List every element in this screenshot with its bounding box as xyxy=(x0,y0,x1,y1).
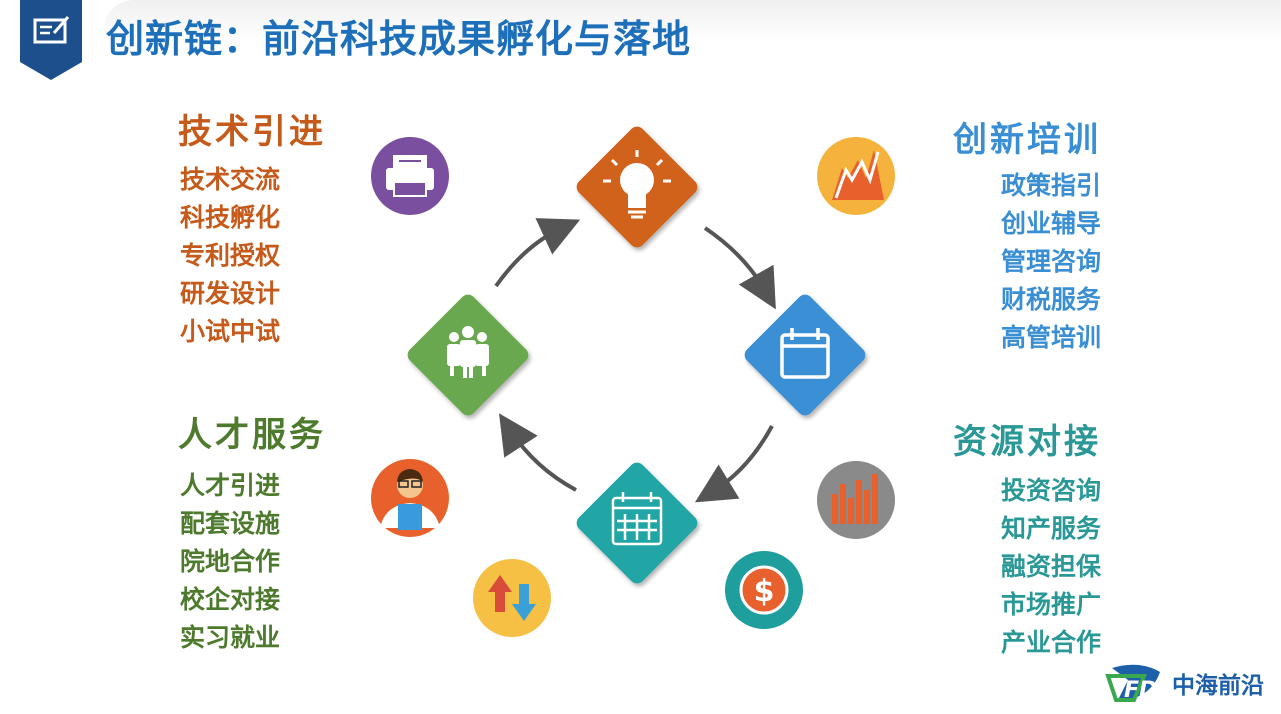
calendar-diamond xyxy=(744,294,866,416)
talent-list: 人才引进 配套设施 院地合作 校企对接 实习就业 xyxy=(180,467,280,657)
list-item: 科技孵化 xyxy=(180,203,281,232)
title-bar xyxy=(104,0,1281,60)
list-item: 高管培训 xyxy=(1000,323,1101,352)
line-chart-icon xyxy=(817,137,895,215)
tech-intro-list: 技术交流 科技孵化 专利授权 研发设计 小试中试 xyxy=(180,161,280,351)
list-item: 管理咨询 xyxy=(1000,247,1101,276)
cycle-arrow-left-top xyxy=(494,218,581,288)
list-item: 小试中试 xyxy=(180,317,281,346)
edit-note-icon xyxy=(20,0,82,80)
cycle-arrow-top-right xyxy=(703,226,776,310)
schedule-calendar-icon xyxy=(611,492,663,546)
company-logo-text: 中海前沿 xyxy=(1172,673,1264,699)
training-heading: 创新培训 xyxy=(953,120,1101,160)
list-item: 配套设施 xyxy=(180,509,281,538)
list-item: 技术交流 xyxy=(180,165,281,194)
talent-heading: 人才服务 xyxy=(178,415,326,455)
team-icon xyxy=(447,326,489,378)
bar-chart-icon xyxy=(817,461,895,539)
list-item: 市场推广 xyxy=(1000,590,1101,619)
printer-icon xyxy=(371,137,449,215)
lightbulb-icon xyxy=(603,150,671,219)
list-item: 投资咨询 xyxy=(1000,476,1101,505)
list-item: 研发设计 xyxy=(180,279,281,308)
dollar-coin-icon: $ xyxy=(725,551,803,629)
list-item: 创业辅导 xyxy=(1000,209,1101,238)
list-item: 知产服务 xyxy=(1000,514,1101,543)
list-item: 院地合作 xyxy=(180,547,281,576)
tech-intro-heading: 技术引进 xyxy=(178,112,326,152)
cycle-arrow-right-bottom xyxy=(694,425,774,503)
list-item: 专利授权 xyxy=(180,241,281,270)
list-item: 校企对接 xyxy=(180,585,281,614)
list-item: 产业合作 xyxy=(1000,628,1101,657)
up-down-arrows-icon xyxy=(473,559,551,637)
svg-text:$: $ xyxy=(754,574,775,609)
calendar-icon xyxy=(780,328,830,379)
company-logo-icon: FD xyxy=(1105,664,1160,703)
list-item: 融资担保 xyxy=(1000,552,1101,581)
training-list: 政策指引 创业辅导 管理咨询 财税服务 高管培训 xyxy=(1001,167,1101,357)
list-item: 财税服务 xyxy=(1000,285,1101,314)
person-icon xyxy=(371,459,449,537)
resources-heading: 资源对接 xyxy=(953,422,1101,462)
list-item: 人才引进 xyxy=(180,471,281,500)
svg-text:FD: FD xyxy=(1124,678,1157,703)
list-item: 实习就业 xyxy=(180,623,281,652)
cycle-arrow-bottom-left xyxy=(499,413,577,492)
resources-list: 投资咨询 知产服务 融资担保 市场推广 产业合作 xyxy=(1001,472,1101,662)
page-title: 创新链：前沿科技成果孵化与落地 xyxy=(106,17,692,61)
list-item: 政策指引 xyxy=(1000,171,1101,200)
